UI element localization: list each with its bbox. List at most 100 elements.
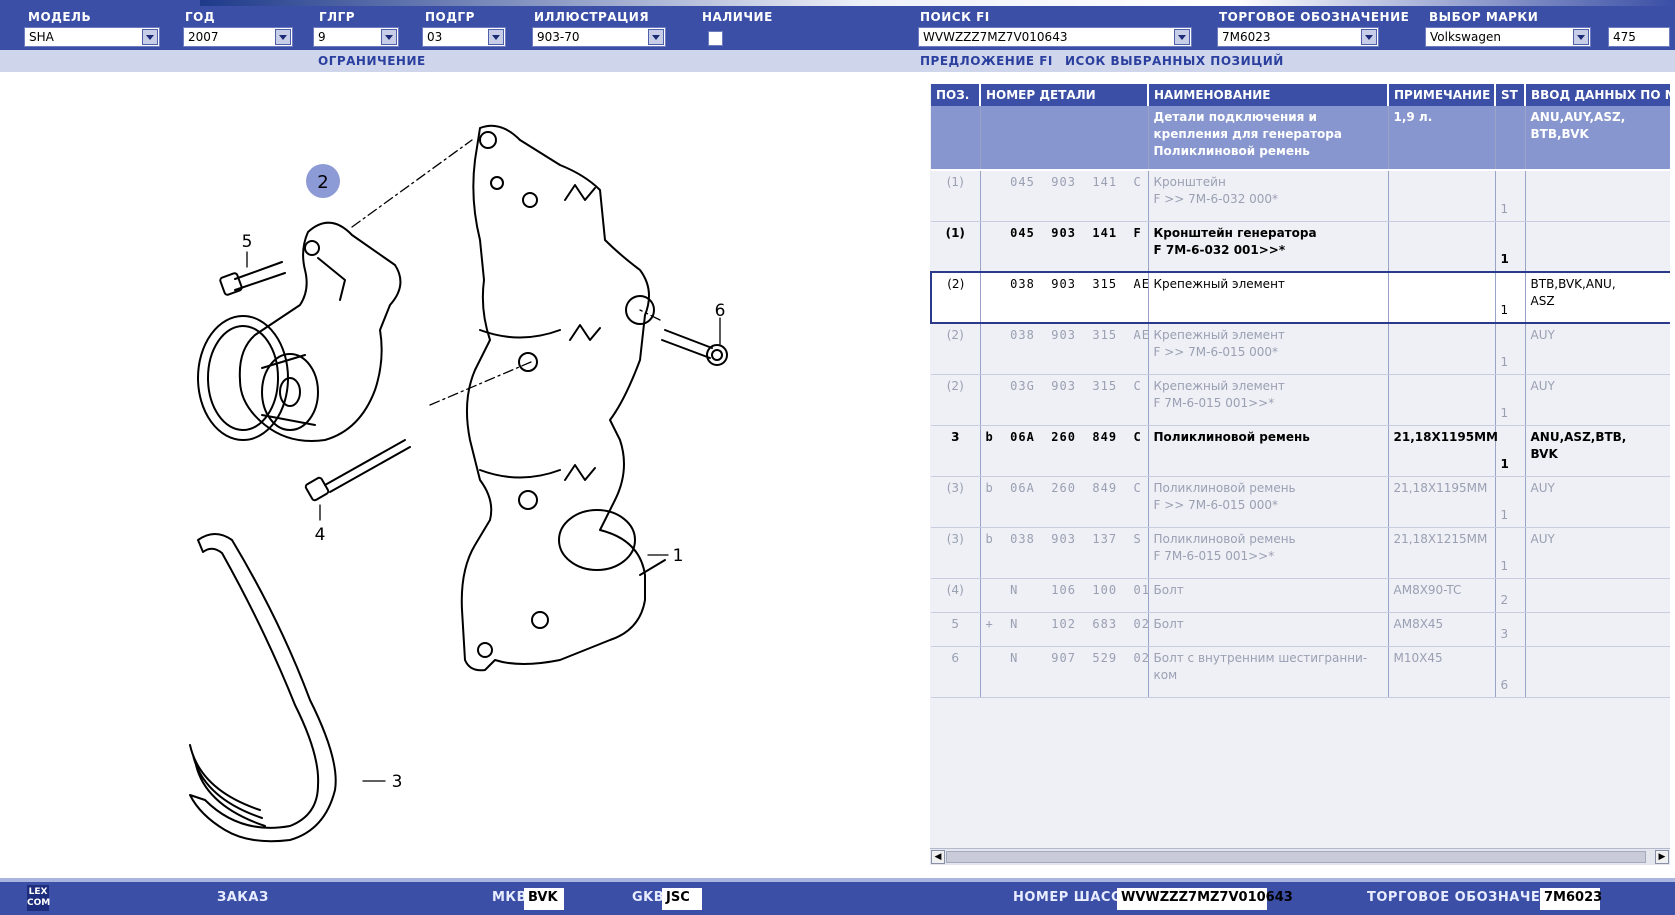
part-engine-codes: AUY <box>1525 527 1670 579</box>
model-value: SHA <box>29 30 54 44</box>
order-button[interactable]: ЗАКАЗ <box>217 890 269 905</box>
main-group-select[interactable]: 9 <box>313 27 399 47</box>
part-pos: (2) <box>931 374 981 426</box>
part-note <box>1388 323 1496 375</box>
part-name: Поликлиновой ремень F >> 7M-6-015 000* <box>1148 476 1389 528</box>
model-select[interactable]: SHA <box>24 27 160 47</box>
column-header-name[interactable]: НАИМЕНОВАНИЕ <box>1148 84 1389 106</box>
year-select[interactable]: 2007 <box>183 27 293 47</box>
search-fi-select[interactable]: WVWZZZ7MZ7V010643 <box>918 27 1192 47</box>
chevron-down-icon[interactable] <box>142 29 158 45</box>
part-qty: 6 <box>1495 646 1526 698</box>
callout-2[interactable]: 2 <box>317 172 328 193</box>
chevron-down-icon[interactable] <box>488 29 504 45</box>
brand-select[interactable]: Volkswagen <box>1425 27 1591 47</box>
illustration-select[interactable]: 903-70 <box>532 27 666 47</box>
fi-offer-link[interactable]: ПРЕДЛОЖЕНИЕ FI <box>920 54 1053 68</box>
mkb-label: МКВ <box>492 890 527 905</box>
part-name: Крепежный элемент F 7M-6-015 001>>* <box>1148 374 1389 426</box>
brand-value: Volkswagen <box>1430 30 1501 44</box>
chevron-down-icon[interactable] <box>1361 29 1377 45</box>
scroll-thumb[interactable] <box>946 851 1646 863</box>
availability-label: НАЛИЧИЕ <box>702 10 773 24</box>
horizontal-scrollbar[interactable]: ◀ ▶ <box>930 848 1670 865</box>
part-engine-codes <box>1525 612 1670 647</box>
belt-tensioner <box>238 221 402 442</box>
trade-name-label: ТОРГОВОЕ ОБОЗНАЧЕНИЕ <box>1219 10 1410 24</box>
part-qty: 2 <box>1495 578 1526 613</box>
brand-code-value: 475 <box>1613 30 1636 44</box>
part-number: 045 903 141 F <box>980 221 1149 273</box>
callout-3[interactable]: 3 <box>392 772 403 792</box>
chevron-down-icon[interactable] <box>1174 29 1190 45</box>
subgroup-value: 03 <box>427 30 443 44</box>
callout-6[interactable]: 6 <box>715 301 726 321</box>
search-fi-label: ПОИСК FI <box>920 10 990 24</box>
part-pos: (1) <box>931 170 981 222</box>
gkb-value: JSC <box>662 888 702 910</box>
part-note: M10X45 <box>1388 646 1496 698</box>
parts-table: ПОЗ. НОМЕР ДЕТАЛИ НАИМЕНОВАНИЕ ПРИМЕЧАНИ… <box>930 84 1670 698</box>
part-engine-codes <box>1525 170 1670 222</box>
part-number: N 907 529 02 <box>980 646 1149 698</box>
part-pos: (2) <box>931 323 981 375</box>
chevron-down-icon[interactable] <box>648 29 664 45</box>
bolt-6-shape <box>661 329 713 359</box>
parts-table-panel: ПОЗ. НОМЕР ДЕТАЛИ НАИМЕНОВАНИЕ ПРИМЕЧАНИ… <box>930 84 1670 862</box>
selected-positions-link[interactable]: ИСОК ВЫБРАННЫХ ПОЗИЦИЙ <box>1065 54 1284 68</box>
part-note: AM8X45 <box>1388 612 1496 647</box>
trade-name-select[interactable]: 7M6023 <box>1217 27 1379 47</box>
column-header-pos[interactable]: ПОЗ. <box>931 84 981 106</box>
scroll-left-icon[interactable]: ◀ <box>931 850 945 864</box>
chevron-down-icon[interactable] <box>381 29 397 45</box>
chevron-down-icon[interactable] <box>1573 29 1589 45</box>
year-label: ГОД <box>185 10 216 24</box>
group-note: 1,9 л. <box>1388 106 1496 171</box>
part-note: 21,18X1195MM <box>1388 476 1496 528</box>
part-number: b 038 903 137 S <box>980 527 1149 579</box>
part-qty: 1 <box>1495 323 1526 375</box>
part-qty: 1 <box>1495 221 1526 273</box>
part-pos: (1) <box>931 221 981 273</box>
part-engine-codes <box>1525 578 1670 613</box>
group-header-row: Детали подключения и крепления для генер… <box>931 106 1670 171</box>
part-number: + N 102 683 02 <box>980 612 1149 647</box>
subgroup-select[interactable]: 03 <box>422 27 506 47</box>
part-number: b 06A 260 849 C <box>980 425 1149 477</box>
illustration-label: ИЛЛЮСТРАЦИЯ <box>534 10 650 24</box>
callout-5[interactable]: 5 <box>242 232 253 252</box>
column-header-part-number[interactable]: НОМЕР ДЕТАЛИ <box>980 84 1149 106</box>
footer-trade-name-label: ТОРГОВОЕ ОБОЗНАЧЕНИЕ <box>1367 890 1573 905</box>
part-qty: 1 <box>1495 374 1526 426</box>
column-header-st[interactable]: ST <box>1495 84 1526 106</box>
chevron-down-icon[interactable] <box>275 29 291 45</box>
part-note <box>1388 374 1496 426</box>
callout-4[interactable]: 4 <box>315 525 326 545</box>
column-header-data-input[interactable]: ВВОД ДАННЫХ ПО М <box>1525 84 1670 106</box>
part-name: Болт <box>1148 578 1389 613</box>
part-pos: 5 <box>931 612 981 647</box>
illustration-value: 903-70 <box>537 30 580 44</box>
scroll-right-icon[interactable]: ▶ <box>1655 850 1669 864</box>
callout-1[interactable]: 1 <box>673 546 684 566</box>
part-pos: (3) <box>931 527 981 579</box>
column-header-note[interactable]: ПРИМЕЧАНИЕ <box>1388 84 1496 106</box>
subgroup-label: ПОДГР <box>425 10 475 24</box>
brand-code-field[interactable]: 475 <box>1608 27 1670 47</box>
restriction-link[interactable]: ОГРАНИЧЕНИЕ <box>318 54 426 68</box>
exploded-parts-diagram: 2 5 6 4 1 3 <box>189 124 728 843</box>
part-pos: (4) <box>931 578 981 613</box>
availability-checkbox[interactable] <box>708 31 723 46</box>
part-number: 038 903 315 AE <box>980 271 1149 324</box>
